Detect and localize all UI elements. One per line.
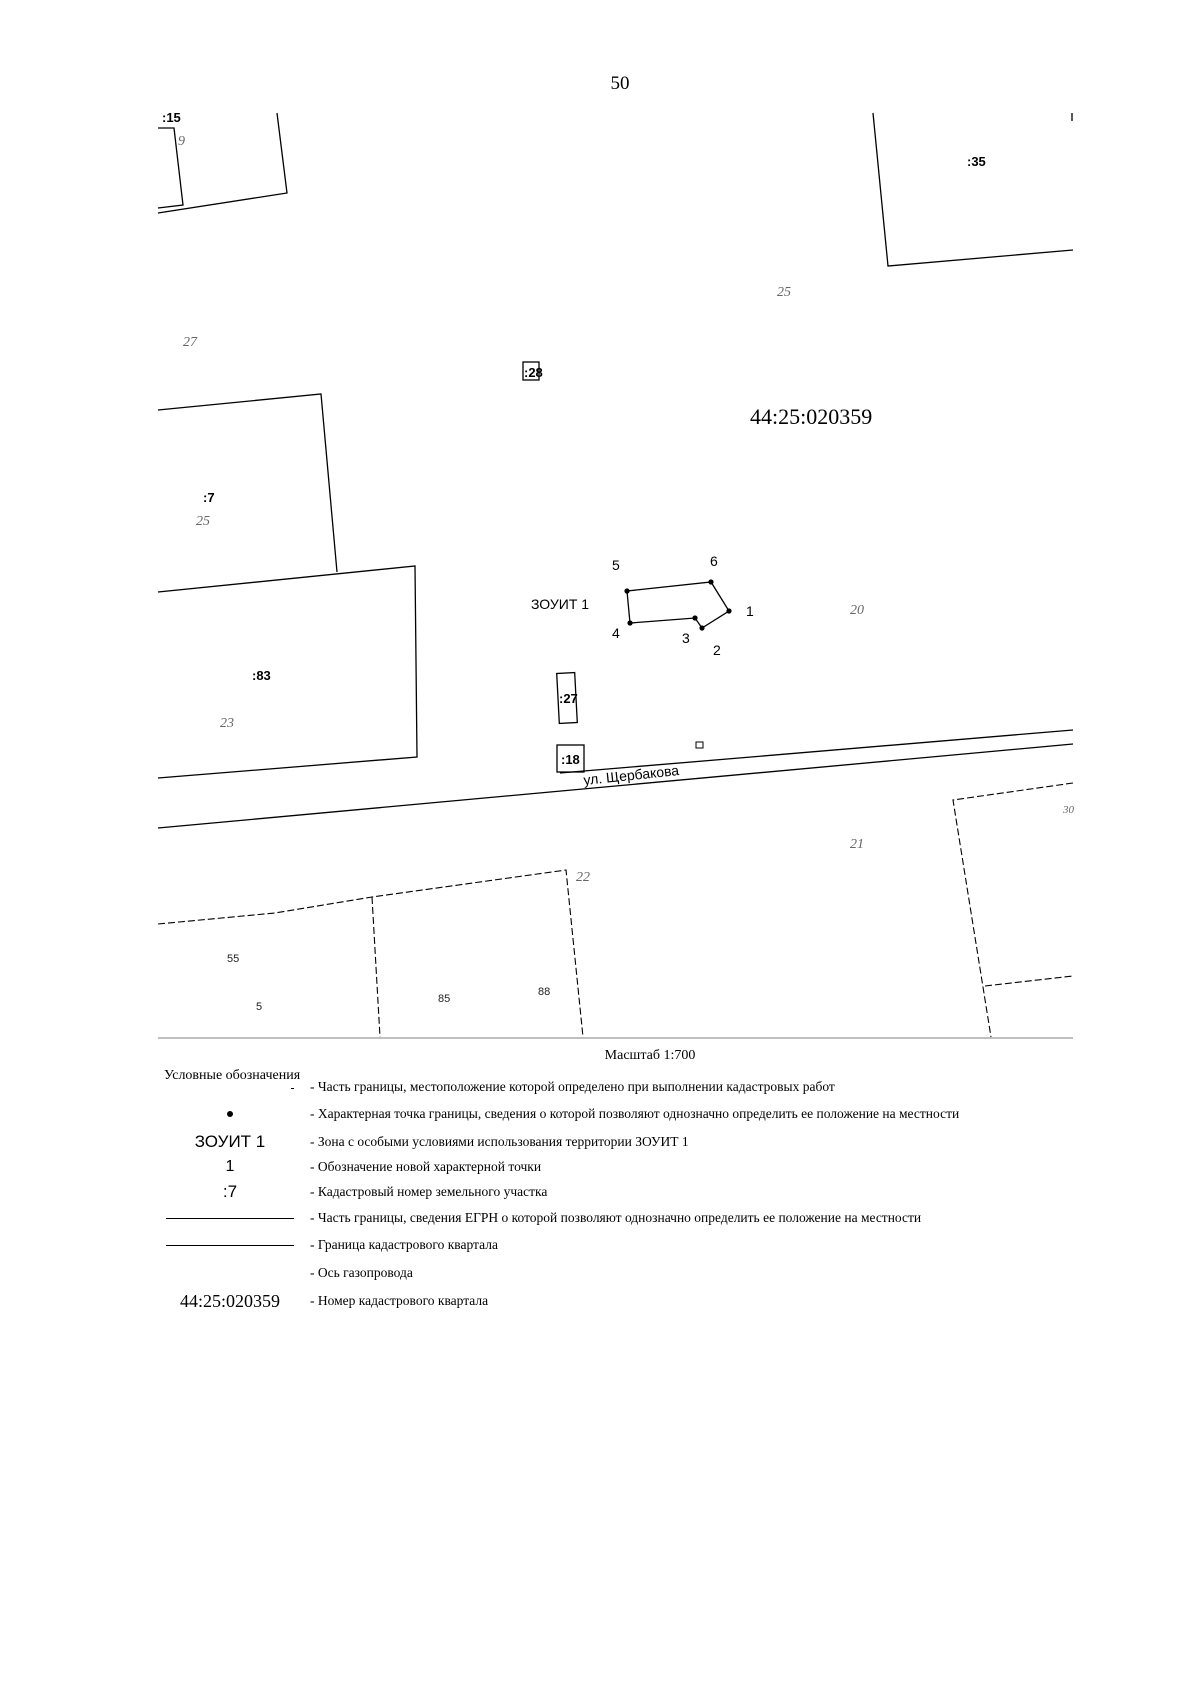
zouit-zone-boundary — [626, 581, 730, 629]
quarter-number: 44:25:020359 — [750, 404, 872, 429]
legend-row: 1 - Обозначение новой характерной точки — [150, 1156, 1150, 1178]
parcel-boundary — [872, 112, 1074, 267]
legend-symbol-measured-boundary — [150, 1076, 310, 1098]
address-number: 85 — [438, 993, 450, 1005]
boundary-point — [692, 615, 698, 621]
address-number: 88 — [538, 986, 550, 998]
address-number: 55 — [227, 953, 239, 965]
legend-row: - Часть границы, местоположение которой … — [150, 1076, 1150, 1098]
parcel-boundary — [556, 671, 578, 725]
legend-symbol-point — [150, 1103, 310, 1125]
legend-row: 44:25:020359 - Номер кадастрового кварта… — [150, 1290, 1150, 1312]
legend-text: - Кадастровый номер земельного участка — [310, 1184, 548, 1199]
boundary-point — [627, 620, 633, 626]
legend-symbol-quarter-number: 44:25:020359 — [179, 1291, 280, 1311]
point-label: 5 — [612, 557, 620, 573]
legend-row: - Ось газопровода — [150, 1262, 1150, 1284]
point-label: 3 — [682, 630, 690, 646]
gas-pipe-marker — [695, 741, 704, 749]
address-number: 9 — [178, 134, 185, 149]
dashed-boundary — [157, 869, 584, 1038]
parcel-boundary — [157, 393, 338, 573]
legend-text: - Характерная точка границы, сведения о … — [310, 1106, 960, 1121]
parcel-label: :28 — [524, 365, 543, 380]
dashed-boundary — [371, 896, 381, 1038]
legend-symbol-quarter-boundary — [150, 1234, 310, 1256]
page-number: 50 — [610, 73, 630, 94]
legend-title: Условные обозначения — [164, 1068, 301, 1083]
legend-text: - Обозначение новой характерной точки — [310, 1159, 542, 1174]
legend-symbol-parcel-number: :7 — [222, 1182, 238, 1201]
legend-row: - Граница кадастрового квартала — [150, 1234, 1150, 1256]
legend-row: :7 - Кадастровый номер земельного участк… — [150, 1181, 1150, 1203]
parcel-boundary — [157, 112, 288, 214]
legend-symbol-egrn-boundary — [150, 1207, 310, 1229]
legend-row: - Характерная точка границы, сведения о … — [150, 1103, 1150, 1125]
address-number: 30 — [1062, 804, 1075, 816]
parcel-label: :35 — [967, 154, 986, 169]
boundary-point — [708, 579, 714, 585]
boundary-point — [624, 588, 630, 594]
address-number: 25 — [196, 514, 210, 529]
address-number: 27 — [183, 335, 198, 350]
zone-label: ЗОУИТ 1 — [531, 596, 589, 612]
legend-row: - Часть границы, сведения ЕГРН о которой… — [150, 1207, 1150, 1229]
address-number: 21 — [850, 837, 864, 852]
dashed-boundary — [984, 975, 1074, 987]
address-number: 25 — [777, 285, 791, 300]
point-label: 2 — [713, 642, 721, 658]
parcel-label: :27 — [559, 691, 578, 706]
point-label: 6 — [710, 553, 718, 569]
legend-row: ЗОУИТ 1 - Зона с особыми условиями испол… — [150, 1131, 1150, 1153]
parcel-label: :15 — [162, 110, 181, 125]
point-label: 1 — [746, 603, 754, 619]
point-icon — [227, 1111, 233, 1117]
point-label: 4 — [612, 625, 620, 641]
legend-text: - Граница кадастрового квартала — [310, 1237, 498, 1252]
parcel-boundary — [157, 127, 184, 209]
cadastral-map: :15 :35 :7 :83 :28 :27 :18 44:25:020359 … — [157, 110, 1075, 1039]
address-number: 20 — [850, 603, 864, 618]
parcel-label: :7 — [203, 490, 215, 505]
legend-symbol-new-point: 1 — [225, 1158, 235, 1175]
address-number: 22 — [576, 870, 590, 885]
boundary-point — [726, 608, 732, 614]
legend-symbol-zone: ЗОУИТ 1 — [194, 1132, 266, 1151]
legend-symbol-gas-pipe — [150, 1262, 310, 1284]
scale-label: Масштаб 1:700 — [604, 1048, 696, 1063]
legend-text: - Номер кадастрового квартала — [310, 1293, 489, 1308]
street-edge — [157, 743, 1074, 829]
address-number: 5 — [256, 1001, 262, 1013]
parcel-label: :83 — [252, 668, 271, 683]
street-edge — [559, 729, 1074, 774]
parcel-boundary — [522, 361, 540, 381]
parcel-boundary — [157, 565, 418, 779]
legend-text: - Часть границы, местоположение которой … — [310, 1079, 835, 1094]
dashed-boundary — [952, 782, 1074, 1038]
parcel-boundary — [556, 744, 585, 773]
boundary-point — [699, 625, 705, 631]
legend-text: - Часть границы, сведения ЕГРН о которой… — [310, 1210, 922, 1225]
address-number: 23 — [220, 716, 234, 731]
legend-text: - Ось газопровода — [310, 1265, 413, 1280]
parcel-label: :18 — [561, 752, 580, 767]
legend-text: - Зона с особыми условиями использования… — [310, 1134, 689, 1149]
